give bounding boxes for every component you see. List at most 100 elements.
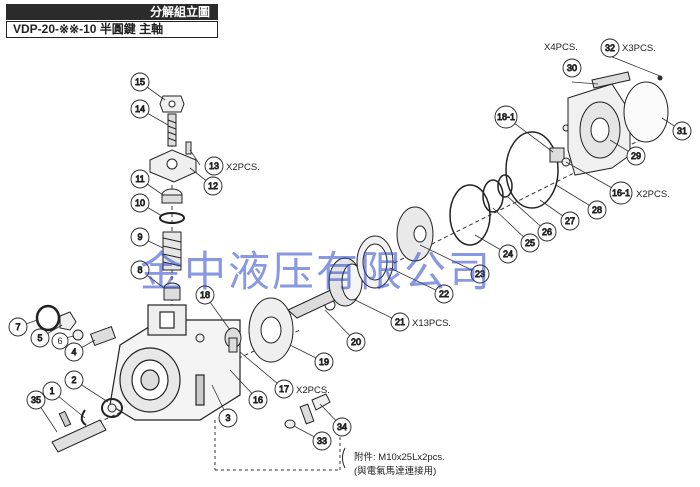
svg-text:27: 27 xyxy=(565,216,575,226)
svg-text:7: 7 xyxy=(15,322,20,332)
callout-5: 5 xyxy=(30,328,50,348)
svg-text:21: 21 xyxy=(395,317,405,327)
svg-text:34: 34 xyxy=(337,422,347,432)
callout-16: 16 xyxy=(248,390,268,410)
svg-text:12: 12 xyxy=(208,181,218,191)
svg-text:19: 19 xyxy=(319,357,329,367)
diagram-subtitle: VDP-20-※※-10 半圓鍵 主軸 xyxy=(6,21,218,38)
callout-9: 9 xyxy=(130,227,150,247)
part-28-oring xyxy=(505,131,559,209)
svg-text:11: 11 xyxy=(135,174,144,184)
part-35-bolt-head xyxy=(311,393,331,411)
callout-24: 24 xyxy=(498,244,518,264)
svg-text:14: 14 xyxy=(135,104,145,114)
part-31-gasket xyxy=(623,81,669,143)
callout-27: 27 xyxy=(560,211,580,231)
svg-text:5: 5 xyxy=(37,333,42,343)
svg-text:16: 16 xyxy=(253,395,263,405)
callout-25: 25 xyxy=(520,233,540,253)
diagram-title: 分解組立圖 xyxy=(6,4,218,20)
callout-30: 30 xyxy=(562,58,582,78)
svg-text:29: 29 xyxy=(631,151,641,161)
svg-text:8: 8 xyxy=(137,265,142,275)
part-16-pin xyxy=(195,333,205,343)
accessory-note-line2: (與電氣馬達連接用) xyxy=(354,465,436,477)
callout-35: 34 xyxy=(332,417,352,437)
part-33-shaft xyxy=(51,419,107,453)
part-18-1-bushing xyxy=(549,147,565,163)
qty-16-1: X2PCS. xyxy=(636,189,670,200)
callout-23: 23 xyxy=(470,264,490,284)
part-14-screw xyxy=(167,113,177,147)
qty-13: X2PCS. xyxy=(226,162,260,173)
callout-21: 21 xyxy=(390,312,410,332)
qty-30: X4PCS. xyxy=(544,42,578,53)
svg-text:20: 20 xyxy=(351,337,361,347)
callout-12: 12 xyxy=(203,176,223,196)
qty-17: X2PCS. xyxy=(296,385,330,396)
svg-text:17: 17 xyxy=(279,384,289,394)
callout-7: 7 xyxy=(8,317,28,337)
callout-16-1: 16-1 xyxy=(609,181,633,205)
svg-text:32: 32 xyxy=(605,43,615,53)
part-30-screw xyxy=(591,71,631,89)
callout-32: 32 xyxy=(600,38,620,58)
callout-17: 17 xyxy=(274,379,294,399)
accessory-note-line1: 附件: M10x25Lx2pcs. xyxy=(354,451,445,463)
svg-text:28: 28 xyxy=(592,205,602,215)
svg-text:30: 30 xyxy=(567,63,577,73)
svg-text:3: 3 xyxy=(225,413,230,423)
part-13-bolt xyxy=(185,141,192,155)
svg-text:25: 25 xyxy=(525,238,535,248)
callout-26: 26 xyxy=(537,222,557,242)
svg-text:35: 35 xyxy=(31,395,41,405)
callout-15: 15 xyxy=(130,72,150,92)
callout-29: 29 xyxy=(626,146,646,166)
watermark-text: 金中液压有限公司 xyxy=(140,247,493,296)
svg-text:24: 24 xyxy=(503,249,513,259)
svg-text:18: 18 xyxy=(200,290,210,300)
callout-19: 19 xyxy=(314,352,334,372)
part-7-seal xyxy=(35,304,61,332)
callout-6-label: 6 xyxy=(57,336,62,346)
svg-text:31: 31 xyxy=(677,126,687,136)
part-26-ring xyxy=(497,174,513,198)
callout-8: 8 xyxy=(130,260,150,280)
part-10-oring xyxy=(159,212,185,224)
callout-22: 22 xyxy=(434,284,454,304)
callout-13: 13 xyxy=(204,156,224,176)
callout-18-1: 18-1 xyxy=(494,105,518,129)
part-34-washer xyxy=(284,419,296,429)
callout-18: 18 xyxy=(195,285,215,305)
svg-text:2: 2 xyxy=(71,375,76,385)
callout-31: 31 xyxy=(672,121,692,141)
callout-11: 11 xyxy=(130,169,150,189)
callout-6-badge: 6 xyxy=(51,332,69,350)
svg-text:23: 23 xyxy=(475,269,485,279)
svg-text:22: 22 xyxy=(439,289,449,299)
callout-10: 10 xyxy=(130,193,150,213)
callout-3: 3 xyxy=(218,408,238,428)
svg-text:18-1: 18-1 xyxy=(497,112,515,122)
svg-text:1: 1 xyxy=(49,386,54,396)
callout-14: 14 xyxy=(130,99,150,119)
svg-text:15: 15 xyxy=(135,77,145,87)
part-1-key xyxy=(80,409,87,426)
qty-32: X3PCS. xyxy=(622,43,656,54)
pump-body xyxy=(109,304,241,421)
part-2-ring xyxy=(101,398,123,418)
valve-stack xyxy=(149,95,197,301)
part-6-washer xyxy=(72,329,84,341)
callout-4: 4 xyxy=(64,342,84,362)
part-4-screw xyxy=(89,325,117,347)
callout-34: 33 xyxy=(312,431,332,451)
callout-2: 2 xyxy=(64,370,84,390)
svg-text:26: 26 xyxy=(542,227,552,237)
svg-text:9: 9 xyxy=(137,232,142,242)
callout-28: 28 xyxy=(587,200,607,220)
callout-33: 35 xyxy=(26,390,46,410)
part-24-oring xyxy=(449,184,491,246)
qty-21: X13PCS. xyxy=(412,318,451,329)
